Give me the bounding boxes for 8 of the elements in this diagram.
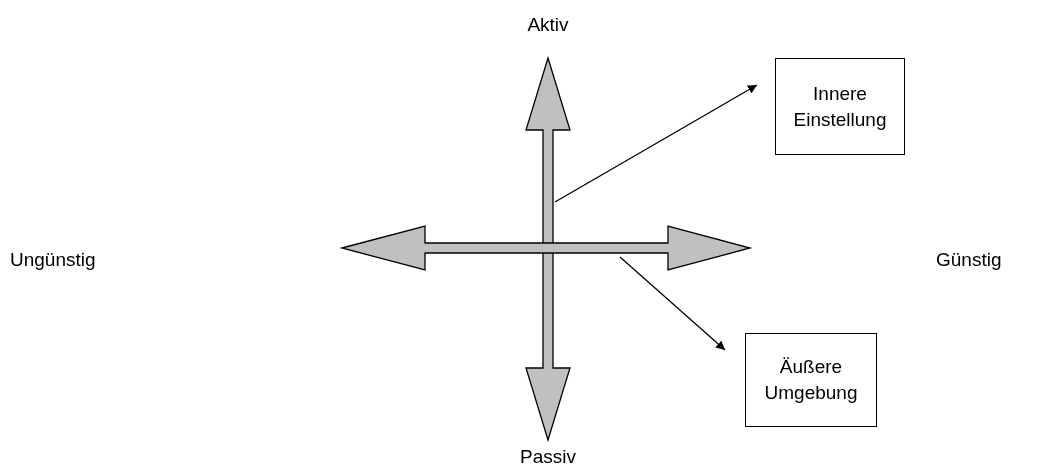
axis-label: Aktiv [527, 14, 569, 36]
arrow [619, 256, 726, 351]
axis-label: Günstig [936, 249, 1002, 271]
axis-label: Ungünstig [10, 249, 96, 271]
arrow [554, 84, 758, 203]
text-box: Innere Einstellung [775, 58, 905, 155]
text-box: Äußere Umgebung [745, 333, 877, 427]
axis-label: Passiv [520, 446, 576, 468]
